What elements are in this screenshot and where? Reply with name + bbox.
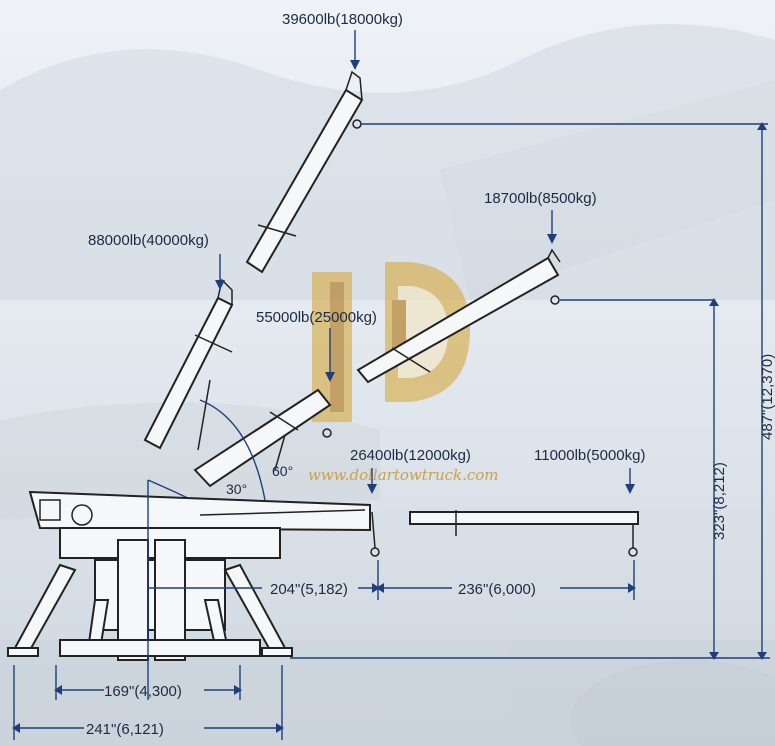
dim-204-label: 204"(5,182)	[270, 581, 348, 598]
angle-60-label: 60°	[272, 463, 293, 479]
load-label-center: 55000lb(25000kg)	[256, 309, 377, 326]
boom-top	[245, 70, 364, 274]
dim-323-label: 323"(8,212)	[711, 462, 728, 540]
dim-241-label: 241"(6,121)	[86, 721, 164, 738]
dim-236-label: 236"(6,000)	[458, 581, 536, 598]
load-label-top: 39600lb(18000kg)	[282, 11, 403, 28]
dimension-lines-horizontal	[12, 480, 636, 740]
watermark-logo	[312, 262, 470, 422]
dim-169-label: 169"(4,300)	[104, 683, 182, 700]
outriggers	[7, 563, 293, 657]
load-label-left: 88000lb(40000kg)	[88, 232, 209, 249]
boom-horizontal	[409, 510, 639, 557]
dim-487-label: 487"(12,370)	[759, 354, 775, 440]
load-label-mid-right: 18700lb(8500kg)	[484, 190, 597, 207]
boom-long	[356, 248, 561, 384]
angle-arc-60	[199, 399, 266, 501]
load-label-far: 11000lb(5000kg)	[534, 447, 645, 464]
boom-lower	[193, 388, 332, 488]
load-label-near: 26400lb(12000kg)	[350, 447, 471, 464]
truck-base	[28, 490, 380, 661]
dimension-lines-vertical	[290, 122, 770, 660]
watermark-url: www.dollartowtruck.com	[308, 466, 499, 484]
load-arrows	[215, 30, 635, 494]
angle-30-label: 30°	[226, 481, 247, 497]
